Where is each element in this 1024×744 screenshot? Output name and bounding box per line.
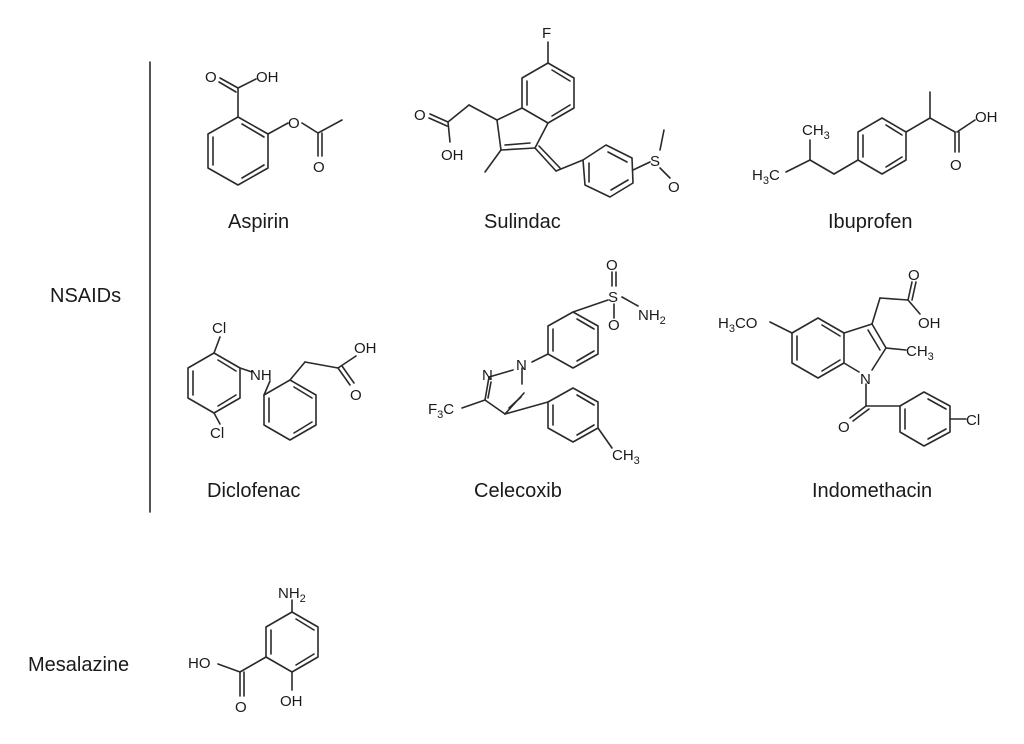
ibuprofen-h3c: H3C (752, 167, 780, 187)
indomethacin-oh: OH (918, 315, 941, 332)
diclofenac-cl-bottom: Cl (210, 425, 224, 442)
aspirin-o-ester: O (288, 115, 300, 132)
indomethacin-cl: Cl (966, 412, 980, 429)
indomethacin-ch3: CH3 (906, 343, 934, 363)
diclofenac-nh: NH (250, 367, 272, 384)
ibuprofen-ch3: CH3 (802, 122, 830, 142)
celecoxib-o1: O (606, 257, 618, 274)
ibuprofen-structure (785, 91, 976, 175)
diclofenac-o: O (350, 387, 362, 404)
aspirin-oh: OH (256, 69, 279, 86)
mesalazine-group-label: Mesalazine (28, 654, 129, 676)
nsaids-group-label: NSAIDs (50, 285, 121, 307)
celecoxib-nh2: NH2 (638, 307, 666, 327)
indomethacin-name[interactable]: Indomethacin (812, 480, 932, 502)
celecoxib-n2: N (482, 367, 493, 384)
aspirin-o-carbonyl: O (205, 69, 217, 86)
mesalazine-oh: OH (280, 693, 303, 710)
indomethacin-o-acid: O (908, 267, 920, 284)
indomethacin-h3co: H3CO (718, 315, 757, 335)
mesalazine-ho: HO (188, 655, 211, 672)
diclofenac-cl-top: Cl (212, 320, 226, 337)
sulindac-o-s: O (668, 179, 680, 196)
mesalazine-nh2: NH2 (278, 585, 306, 605)
indomethacin-structure (769, 281, 967, 447)
mesalazine-o: O (235, 699, 247, 716)
sulindac-s: S (650, 153, 660, 170)
aspirin-structure (207, 77, 343, 186)
sulindac-structure (428, 41, 671, 198)
ibuprofen-o: O (950, 157, 962, 174)
sulindac-oh: OH (441, 147, 464, 164)
sulindac-f: F (542, 25, 551, 42)
aspirin-o-acetyl: O (313, 159, 325, 176)
indomethacin-o: O (838, 419, 850, 436)
ibuprofen-oh: OH (975, 109, 998, 126)
celecoxib-o2: O (608, 317, 620, 334)
sulindac-o-acid: O (414, 107, 426, 124)
sulindac-name[interactable]: Sulindac (484, 211, 561, 233)
diclofenac-oh: OH (354, 340, 377, 357)
celecoxib-structure (461, 271, 639, 449)
diclofenac-structure (187, 336, 357, 441)
indomethacin-n: N (860, 371, 871, 388)
mesalazine-structure (217, 599, 319, 697)
celecoxib-s: S (608, 289, 618, 306)
celecoxib-f3c: F3C (428, 401, 454, 421)
celecoxib-name[interactable]: Celecoxib (474, 480, 562, 502)
celecoxib-ch3: CH3 (612, 447, 640, 467)
celecoxib-n1: N (516, 357, 527, 374)
aspirin-name[interactable]: Aspirin (228, 211, 289, 233)
ibuprofen-name[interactable]: Ibuprofen (828, 211, 913, 233)
diclofenac-name[interactable]: Diclofenac (207, 480, 300, 502)
